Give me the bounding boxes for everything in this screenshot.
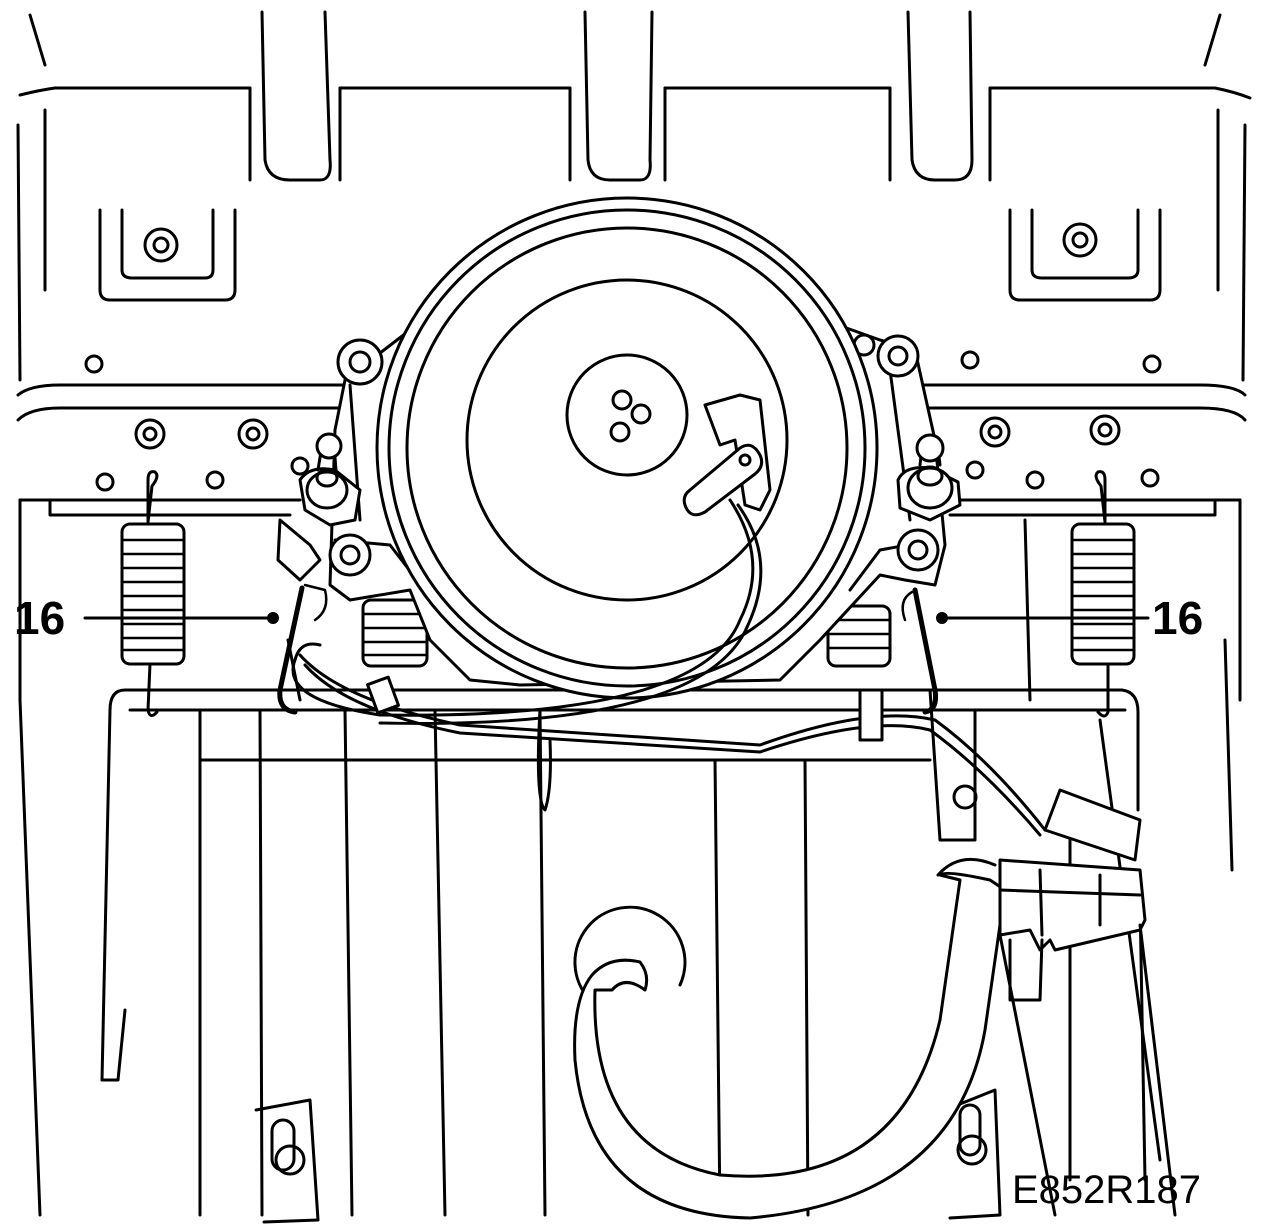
spring-right-inner [826, 604, 892, 668]
crossmember-panels [16, 350, 1247, 517]
slotted-bracket-right [943, 1088, 1002, 1220]
spring-left-outer [120, 470, 186, 717]
seat-anchor-left [98, 208, 237, 302]
slotted-bracket-left [254, 1098, 320, 1224]
speaker-unit [375, 196, 879, 700]
drain-hose [573, 857, 1007, 1220]
figure-code: E852R187 [1012, 1168, 1202, 1212]
seat-anchor-right [1008, 208, 1162, 302]
speaker-wiring [291, 393, 1047, 837]
callout-label-left: 16 [14, 592, 66, 644]
seat-frame [18, 498, 1242, 1217]
mounting-bolt-left [298, 432, 362, 527]
body-floor-top [16, 10, 1252, 382]
hook-left [277, 583, 328, 715]
callout-label-right: 16 [1152, 592, 1204, 644]
spring-right-outer [1070, 470, 1136, 718]
callout-leader-right [936, 612, 1150, 624]
electrical-connector [998, 788, 1177, 1217]
mounting-bolt-right [896, 433, 962, 522]
callout-leader-left [83, 612, 279, 624]
hook-right [901, 587, 938, 715]
